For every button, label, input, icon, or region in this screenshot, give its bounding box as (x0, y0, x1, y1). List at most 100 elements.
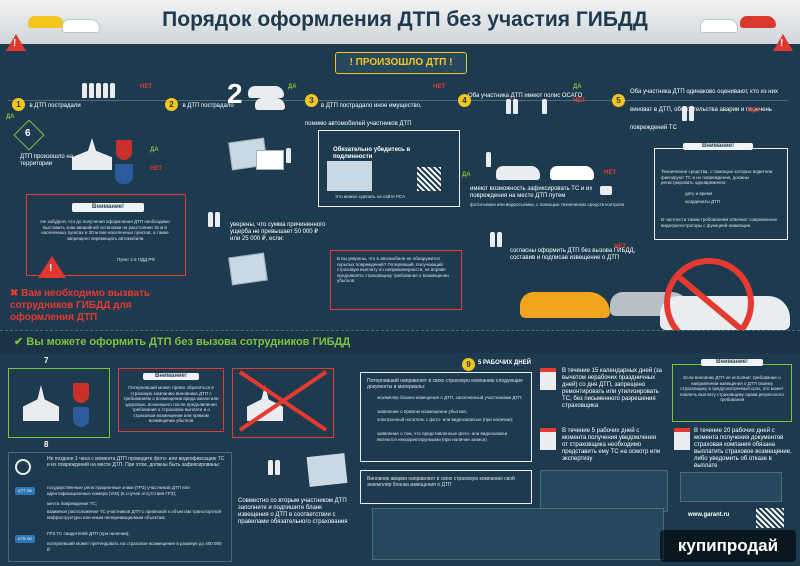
moscow-coat-of-arms-icon (73, 383, 89, 403)
call-gibdd-text: ✖ Вам необходимо вызвать сотрудников ГИБ… (10, 288, 180, 324)
cross-bullet-icon: ✖ (10, 288, 22, 299)
step-number: 3 (305, 94, 318, 107)
photo-fixation-box: Не позднее 1 часа с момента ДТП проведит… (8, 452, 232, 562)
header-car-left-2 (62, 19, 100, 33)
qr-code-icon (417, 167, 441, 191)
step-5: Оба участника ДТП одинаково оценивают, к… (630, 80, 780, 134)
check-bullet-icon: ✔ (14, 336, 27, 348)
step-text: в ДТП пострадало иное имущество, помимо … (305, 103, 422, 127)
tech-requirements-box: Внимание! Технические средства, с помощь… (654, 143, 788, 240)
step-2: 2 в ДТП пострадало (165, 94, 235, 112)
people-icon (82, 83, 117, 103)
no-label: НЕТ (604, 170, 616, 176)
photo-text: Не позднее 1 часа с момента ДТП проведит… (47, 456, 225, 468)
yes-label: ДА (6, 114, 15, 120)
calendar-icon (540, 368, 556, 390)
page-title: Порядок оформления ДТП без участия ГИБДД (162, 8, 648, 31)
people-icon (506, 99, 549, 119)
badge: ≤78 км (15, 535, 35, 543)
culprit-text: Виновник аварии направляет в свою страхо… (367, 476, 515, 488)
warning-reference: Пункт 2.5 ПДД РФ (117, 257, 155, 262)
step-8-marker: 8 (44, 440, 49, 449)
regress-text: Если виновник ДТП не исполнит требование… (680, 375, 784, 402)
attention-label: Внимание! (72, 203, 144, 212)
yes-label: ДА (288, 84, 297, 90)
footnotes-panel (372, 508, 664, 560)
step-6-number: 6 (25, 128, 31, 139)
header-car-left (28, 16, 64, 28)
twenty-days-text: В течение 20 рабочих дней с момента полу… (694, 428, 792, 469)
check-title: Обязательно убедитесь в подлинности (333, 147, 411, 160)
moscow-coat-of-arms-icon (116, 140, 132, 160)
step-6-text: ДТП произошло на территории (20, 154, 74, 167)
exclamation-icon: ! (349, 57, 356, 68)
camera-icon (600, 186, 612, 195)
without-gibdd-text: согласны оформить ДТП без вызова ГИБДД, … (510, 248, 636, 261)
tech-item: дату и время (685, 191, 713, 196)
no-label: НЕТ (573, 98, 585, 104)
photo-item: ГРЗ ТС свидетелей ДТП (при наличии); (47, 531, 130, 536)
banner-label: ПРОИЗОШЛО ДТП (355, 57, 447, 68)
osago-policy-icon (256, 150, 284, 170)
kremlin-icon (23, 385, 59, 421)
no-label: НЕТ (433, 84, 445, 90)
notice-text: Совместно со вторым участником ДТП запол… (238, 498, 348, 525)
photo-item: потерпевший может претендовать на страхо… (47, 541, 222, 552)
send-documents-box: Потерпевший направляет в свою страховую … (360, 372, 532, 462)
people-icon (490, 232, 504, 252)
warning-triangle-left-icon: ! (6, 34, 26, 51)
yes-label: ДА (573, 84, 582, 90)
damage-note-box: В вы уверены, что в автомобиле не обнару… (330, 250, 462, 310)
section2-bar (0, 330, 800, 353)
tech-note: В частности таким требованиям отвечает с… (661, 217, 777, 228)
step-text: в ДТП пострадало (182, 103, 234, 109)
site-link[interactable]: www.garant.ru (688, 512, 730, 518)
car-icon (680, 472, 782, 502)
yes-label: ДА (150, 147, 159, 153)
warning-text: Не забудьте, что до получения оформления… (40, 219, 170, 241)
step-number: 5 (612, 94, 625, 107)
culprit-box: Виновник аварии направляет в свою страхо… (360, 470, 532, 504)
section2-title: ✔ Вы можете оформить ДТП без вызова сотр… (14, 335, 350, 348)
section2-title-text: Вы можете оформить ДТП без вызова сотруд… (26, 336, 351, 348)
car-icon (255, 98, 285, 110)
no-label: НЕТ (140, 84, 152, 90)
kremlin-icon (72, 138, 112, 170)
car-icon (550, 166, 594, 180)
step-1: 1 в ДТП пострадали (12, 94, 82, 112)
photo-item: государственные регистрационные знаки (Г… (47, 485, 190, 496)
watermark: купипродай (660, 530, 796, 562)
authenticity-check-box: Обязательно убедитесь в подлинности Это … (318, 130, 460, 207)
photo-item: взаимное расположение ТС участников ДТП … (47, 509, 221, 520)
rsa-document-icon (327, 161, 372, 191)
fix-subtitle: фотосъемки или видеосъемки, с помощью те… (470, 202, 625, 207)
damage-note-text: В вы уверены, что в автомобиле не обнару… (337, 256, 449, 283)
vehicle-count: 2 (227, 78, 243, 109)
no-label: НЕТ (748, 108, 760, 114)
qr-code-icon (756, 508, 784, 528)
header-car-right-2 (740, 16, 776, 28)
badge: ≤77 км (15, 487, 35, 495)
attention-label: Внимание! (701, 359, 763, 366)
people-icon (682, 106, 696, 126)
people-icon (286, 148, 293, 168)
step-9-marker: 9 (462, 358, 475, 371)
incident-banner: ! ПРОИЗОШЛО ДТП ! (335, 52, 467, 74)
fifteen-days-text: В течение 15 календарных дней (за вычето… (562, 368, 662, 409)
check-subtitle: Это можно сделать на сайте РСА (335, 194, 406, 199)
send-text: Потерпевший направляет в свою страховую … (367, 378, 523, 390)
step-3: 3 в ДТП пострадало иное имущество, помим… (305, 94, 430, 130)
yes-label: ДА (462, 172, 471, 178)
send-item: заявление о прямом возмещении убытков; (377, 409, 467, 414)
legend-panel (540, 470, 668, 512)
step-number: 1 (12, 98, 25, 111)
notice-form-icon (306, 453, 348, 487)
moscow-oblast-coat-of-arms-icon (115, 164, 133, 184)
attention-label: Внимание! (143, 373, 199, 380)
attention-label: Внимание! (683, 143, 753, 150)
damage-sum-text: уверены, что сумма причиненного ущерба н… (230, 222, 326, 242)
warning-triangle-right-icon: ! (773, 34, 793, 51)
tech-text: Технические средства, с помощью которых … (661, 169, 773, 185)
send-item: экземпляр бланка извещения о ДТП, заполн… (377, 395, 523, 400)
step-text: Оба участника ДТП имеют полис ОСАГО (468, 93, 583, 99)
